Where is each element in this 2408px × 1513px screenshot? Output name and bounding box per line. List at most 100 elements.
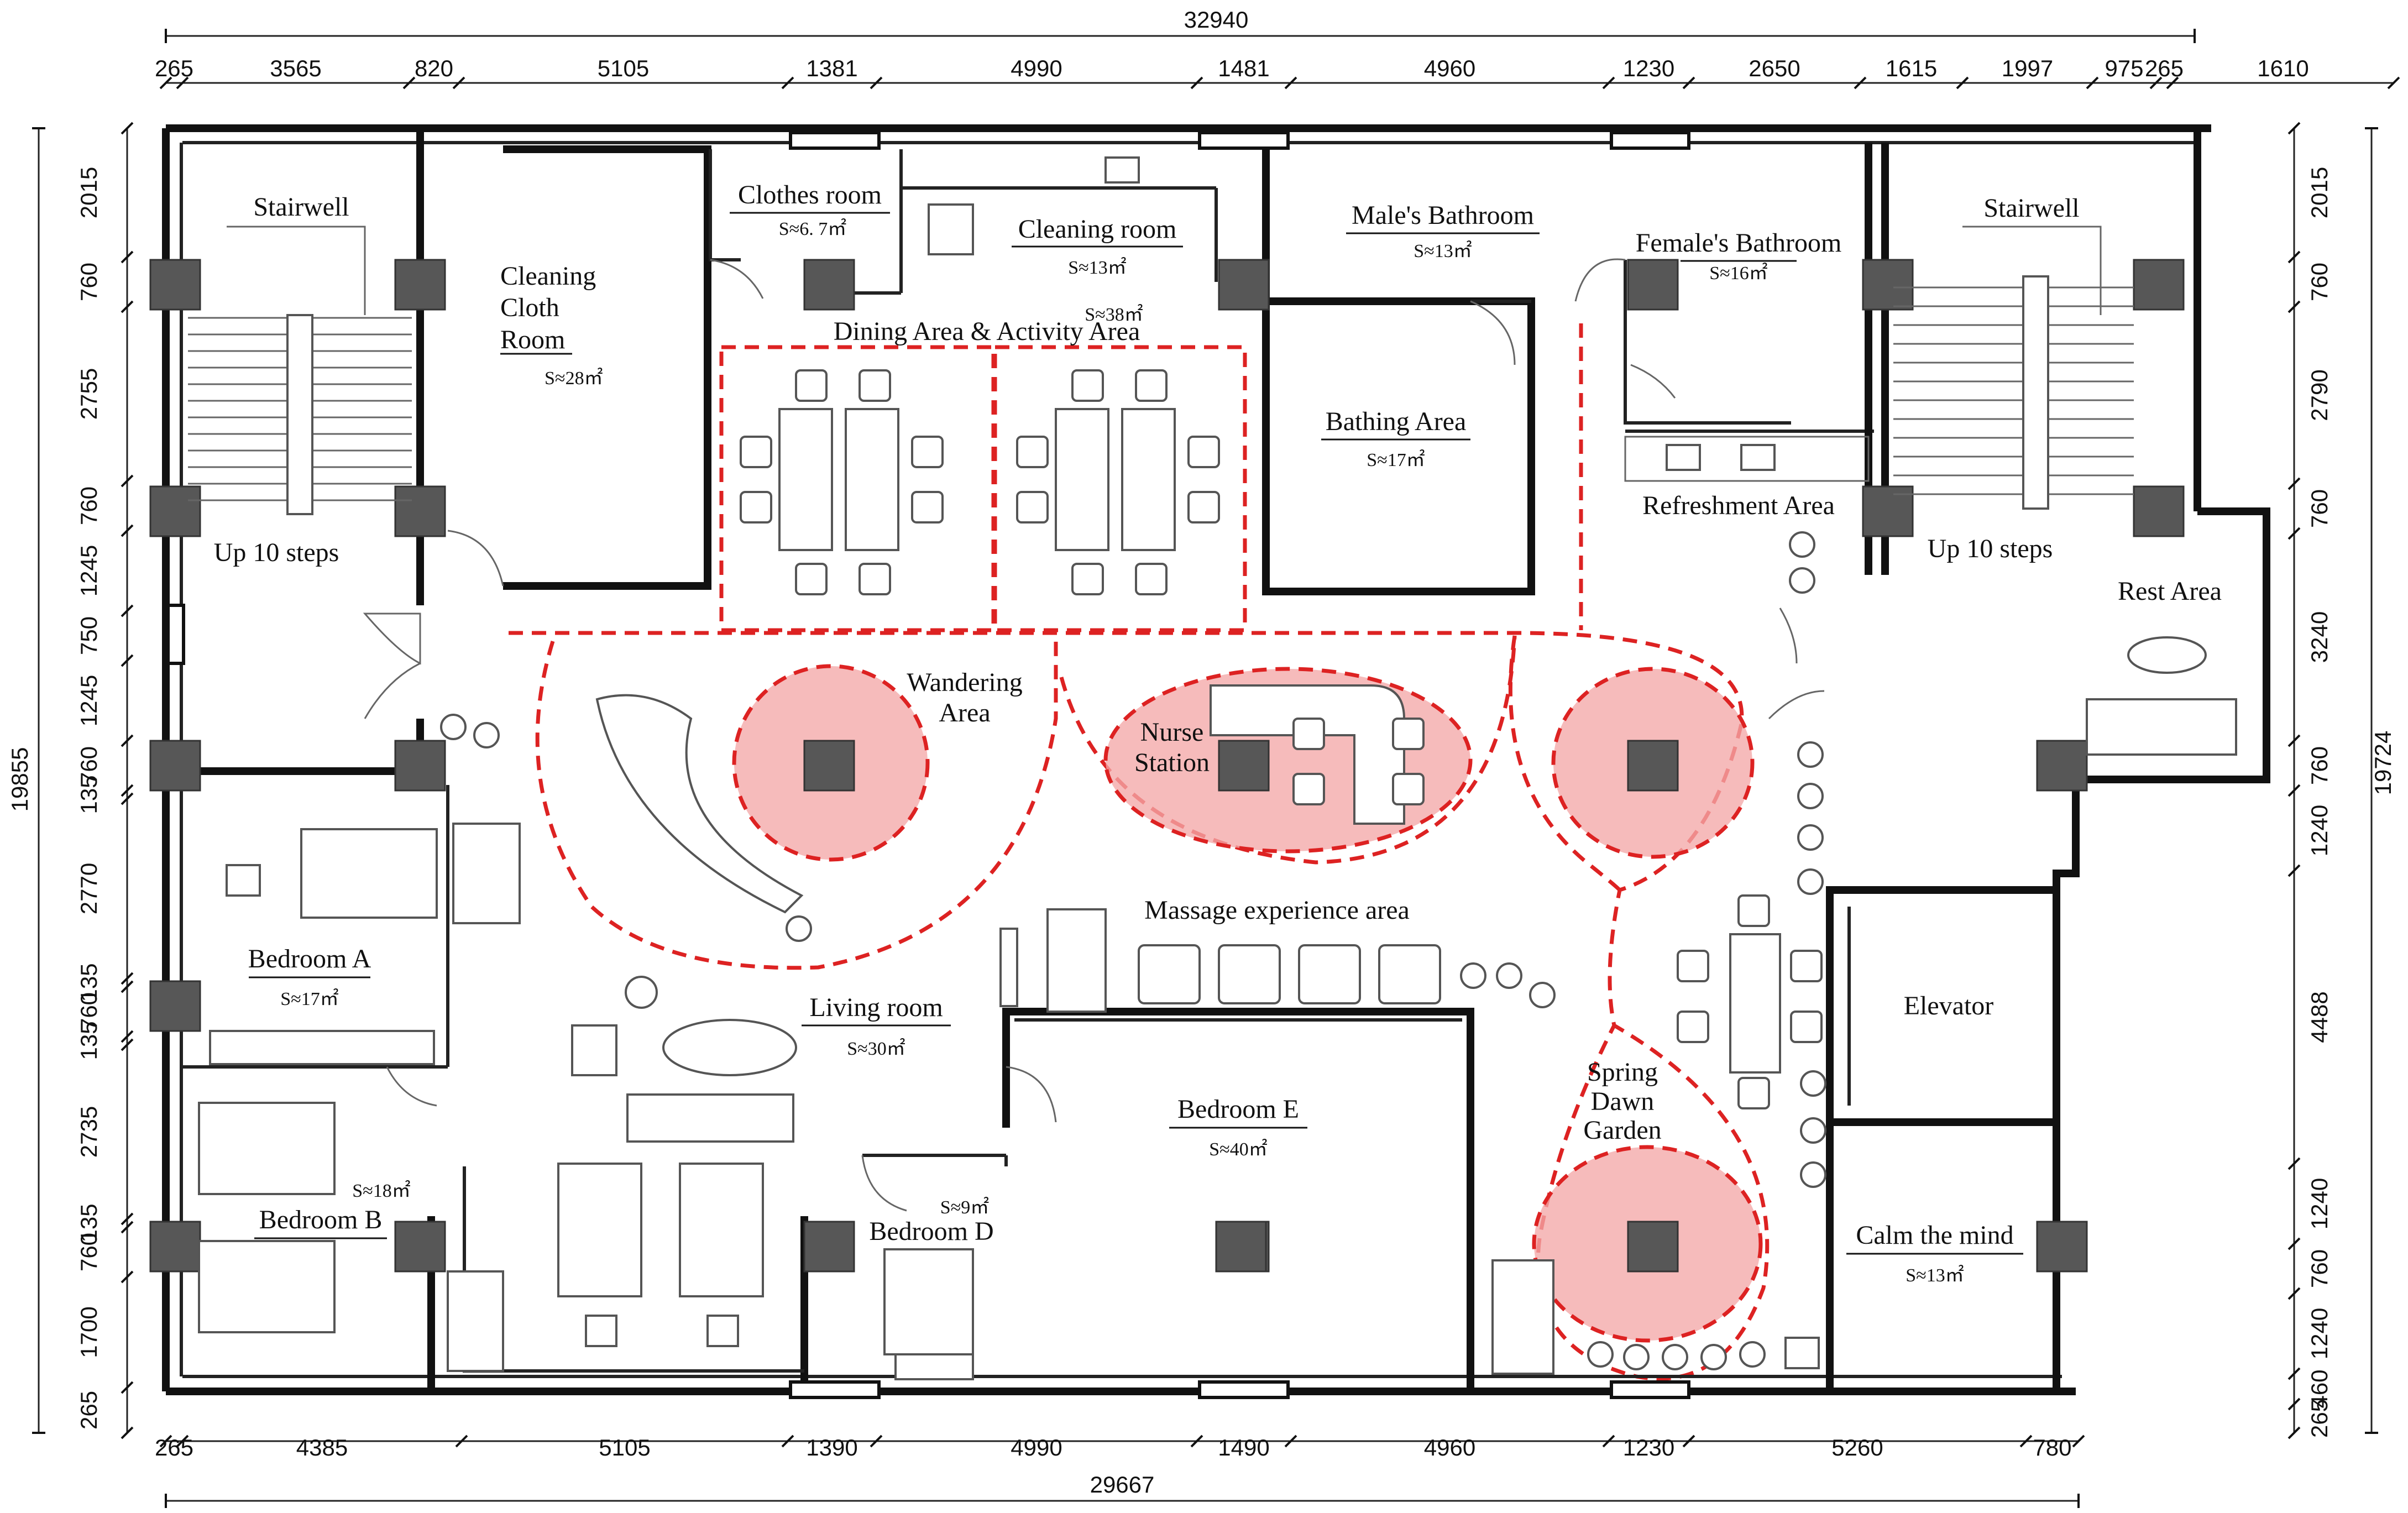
top-dimension-10: 1615 (1886, 55, 1937, 81)
pillars (149, 259, 2185, 1273)
top-dimension-11: 1997 (2002, 55, 2053, 81)
bottom-dimension-1: 4385 (296, 1435, 348, 1460)
left-dimension-16: 1700 (76, 1306, 102, 1358)
male-bathroom-area: S≈13㎡ (1414, 240, 1472, 261)
bottom-dimension-6: 4960 (1424, 1435, 1475, 1460)
female-bathroom-label: Female's Bathroom (1636, 228, 1842, 258)
bedroom-a-label: Bedroom A (248, 944, 371, 973)
top-dimension-2: 820 (415, 55, 453, 81)
cleaning-cloth-area: S≈28㎡ (545, 368, 603, 389)
doors (363, 258, 1825, 1212)
left-dimension-14: 135 (76, 1203, 102, 1242)
cleaning-room-label: Cleaning room (1018, 214, 1177, 244)
left-dimension-13: 2735 (76, 1106, 102, 1158)
bathing-area-label: Bathing Area (1326, 407, 1467, 436)
bottom-dimension-5: 1490 (1218, 1435, 1269, 1460)
rest-area-label: Rest Area (2118, 577, 2222, 606)
cleaning-cloth-label-3: Room (500, 325, 565, 354)
left-dimension-15: 760 (76, 1233, 102, 1271)
bottom-total-dimension: 29667 (1090, 1472, 1155, 1498)
stairwell-left-label: Stairwell (253, 192, 349, 222)
right-dimension-0: 2015 (2306, 167, 2332, 218)
bathing-area-size: S≈17㎡ (1367, 449, 1425, 470)
right-dimension-12: 265 (2306, 1399, 2332, 1438)
stairwell-right-label: Stairwell (1983, 193, 2079, 223)
left-dimension-2: 2755 (76, 368, 102, 420)
right-dimension-7: 4488 (2306, 991, 2332, 1043)
right-dimension-9: 760 (2306, 1249, 2332, 1288)
dining-area-label: Dining Area & Activity Area (834, 317, 1140, 346)
left-dimension-0: 2015 (76, 167, 102, 218)
bottom-dimension-7: 1230 (1623, 1435, 1674, 1460)
bedroom-b-area: S≈18㎡ (352, 1180, 411, 1201)
left-dimension-8: 135 (76, 775, 102, 814)
top-dimension-14: 1610 (2257, 55, 2308, 81)
dimension-lines (32, 29, 2400, 1508)
right-dimension-3: 760 (2306, 489, 2332, 528)
living-room-label: Living room (809, 993, 943, 1022)
right-dimension-11: 460 (2306, 1369, 2332, 1408)
cleaning-cloth-label-2: Cloth (500, 293, 559, 322)
left-dimension-17: 265 (76, 1391, 102, 1430)
left-dimension-5: 750 (76, 616, 102, 655)
elevator-label: Elevator (1904, 991, 1994, 1020)
cleaning-room-area: S≈13㎡ (1068, 257, 1127, 278)
right-dimension-2: 2790 (2306, 369, 2332, 421)
top-dimension-3: 5105 (598, 55, 649, 81)
right-dimension-4: 3240 (2306, 611, 2332, 663)
right-dimension-8: 1240 (2306, 1178, 2332, 1229)
bottom-dimension-4: 4990 (1011, 1435, 1062, 1460)
furniture (188, 156, 2237, 1380)
spring-garden-label-2: Dawn (1591, 1087, 1655, 1116)
calm-mind-area: S≈13㎡ (1906, 1265, 1964, 1286)
right-total-dimension: 19724 (2370, 731, 2396, 795)
bedroom-d-area: S≈9㎡ (940, 1197, 990, 1218)
left-dimension-7: 760 (76, 746, 102, 785)
top-dimension-4: 1381 (806, 55, 857, 81)
bedroom-a-area: S≈17㎡ (280, 988, 339, 1009)
left-dimension-12: 135 (76, 1021, 102, 1060)
clothes-room-label: Clothes room (738, 180, 882, 210)
wandering-curve (535, 636, 1058, 970)
left-dimension-3: 760 (76, 486, 102, 525)
female-bathroom-area: S≈16㎡ (1709, 263, 1768, 284)
right-dimension-6: 1240 (2306, 805, 2332, 856)
nurse-station-label-1: Nurse (1140, 718, 1204, 747)
spring-garden-label-1: Spring (1587, 1057, 1658, 1087)
left-dimension-4: 1245 (76, 545, 102, 596)
right-dimension-10: 1240 (2306, 1308, 2332, 1359)
up-steps-left-label: Up 10 steps (214, 538, 339, 567)
top-dimension-7: 4960 (1424, 55, 1475, 81)
top-dimension-5: 4990 (1011, 55, 1062, 81)
top-dimension-13: 265 (2145, 55, 2184, 81)
left-dimension-1: 760 (76, 263, 102, 301)
bedroom-e-label: Bedroom E (1177, 1095, 1299, 1124)
spring-garden-label-3: Garden (1583, 1116, 1661, 1145)
refreshment-area-label: Refreshment Area (1642, 491, 1835, 520)
bottom-dimension-3: 1390 (806, 1435, 857, 1460)
male-bathroom-label: Male's Bathroom (1352, 201, 1534, 230)
bedroom-d-label: Bedroom D (869, 1217, 993, 1246)
left-dimension-6: 1245 (76, 675, 102, 726)
right-curve (1508, 635, 1621, 892)
left-dimension-10: 135 (76, 963, 102, 1002)
cleaning-cloth-label-1: Cleaning (500, 261, 596, 291)
calm-mind-label: Calm the mind (1856, 1221, 2013, 1250)
right-dimension-1: 760 (2306, 263, 2332, 301)
bottom-dimension-0: 265 (155, 1435, 193, 1460)
bottom-dimension-8: 5260 (1831, 1435, 1883, 1460)
top-dimension-6: 1481 (1218, 55, 1269, 81)
top-dimension-12: 975 (2105, 55, 2143, 81)
up-steps-right-label: Up 10 steps (1928, 534, 2053, 563)
living-room-area: S≈30㎡ (847, 1038, 905, 1059)
wandering-area-label-2: Area (939, 698, 990, 727)
top-dimension-9: 2650 (1749, 55, 1800, 81)
left-total-dimension: 19855 (7, 747, 33, 812)
clothes-room-area: S≈6. 7㎡ (779, 218, 847, 239)
bottom-dimension-2: 5105 (599, 1435, 650, 1460)
windows (166, 131, 1690, 1399)
dining-area-size: S≈38㎡ (1085, 304, 1143, 325)
bedroom-e-area: S≈40㎡ (1209, 1139, 1268, 1160)
